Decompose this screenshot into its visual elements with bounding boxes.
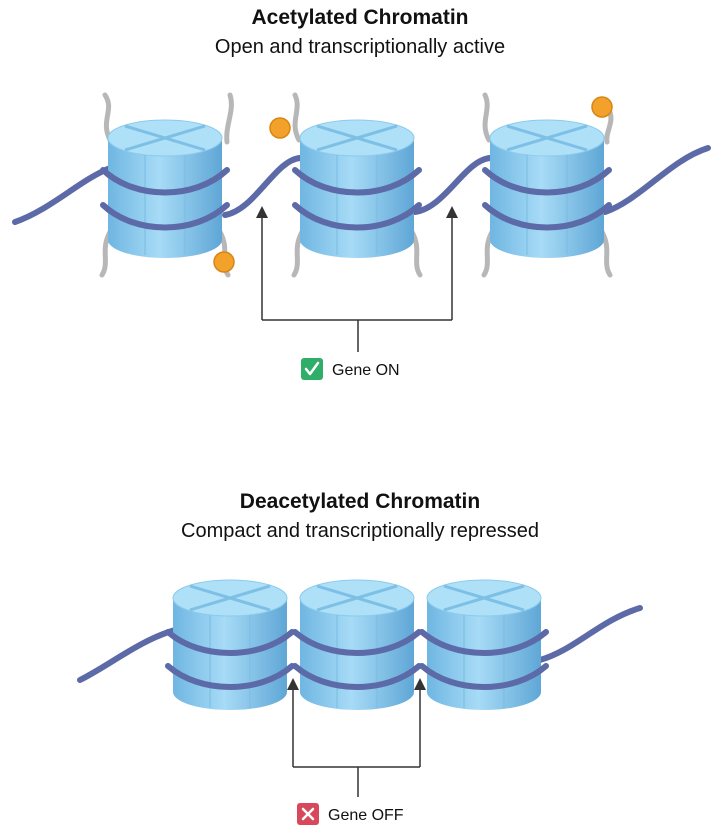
acetyl-group	[591, 96, 613, 118]
acetylated-chromatin-illustration: Gene ON	[12, 92, 711, 380]
linker-dna	[77, 627, 178, 683]
linker-dna	[222, 155, 303, 218]
bottom-section-subtitle: Compact and transcriptionally repressed	[181, 520, 539, 542]
acetyl-group	[213, 251, 235, 273]
histone-tail	[224, 92, 234, 145]
linker-dna	[12, 165, 113, 225]
check-icon	[301, 358, 323, 380]
top-connector-bracket	[256, 206, 458, 352]
gene-off-label: Gene OFF	[328, 807, 404, 824]
histone-tail	[482, 92, 492, 143]
gene-on-indicator: Gene ON	[301, 358, 400, 380]
top-title-block: Acetylated Chromatin Open and transcript…	[0, 6, 720, 59]
gene-off-indicator: Gene OFF	[297, 803, 404, 825]
linker-dna	[537, 605, 643, 663]
top-section-subtitle: Open and transcriptionally active	[214, 36, 506, 58]
nucleosome	[99, 92, 234, 278]
deacetylated-chromatin-illustration: Gene OFF	[77, 579, 643, 825]
bottom-connector-bracket	[287, 678, 426, 797]
nucleosome	[291, 92, 423, 278]
linker-dna	[412, 155, 493, 215]
linker-dna	[602, 145, 711, 215]
nucleosome	[292, 579, 422, 710]
nucleosome	[481, 92, 614, 278]
bottom-title-block: Deacetylated Chromatin Compact and trans…	[0, 490, 720, 543]
nucleosome	[419, 579, 549, 710]
top-section-title: Acetylated Chromatin	[251, 6, 469, 29]
nucleosome	[165, 579, 295, 710]
bottom-section-title: Deacetylated Chromatin	[239, 490, 481, 513]
gene-on-label: Gene ON	[332, 362, 400, 379]
acetyl-group	[269, 117, 291, 139]
histone-tail	[292, 92, 302, 143]
